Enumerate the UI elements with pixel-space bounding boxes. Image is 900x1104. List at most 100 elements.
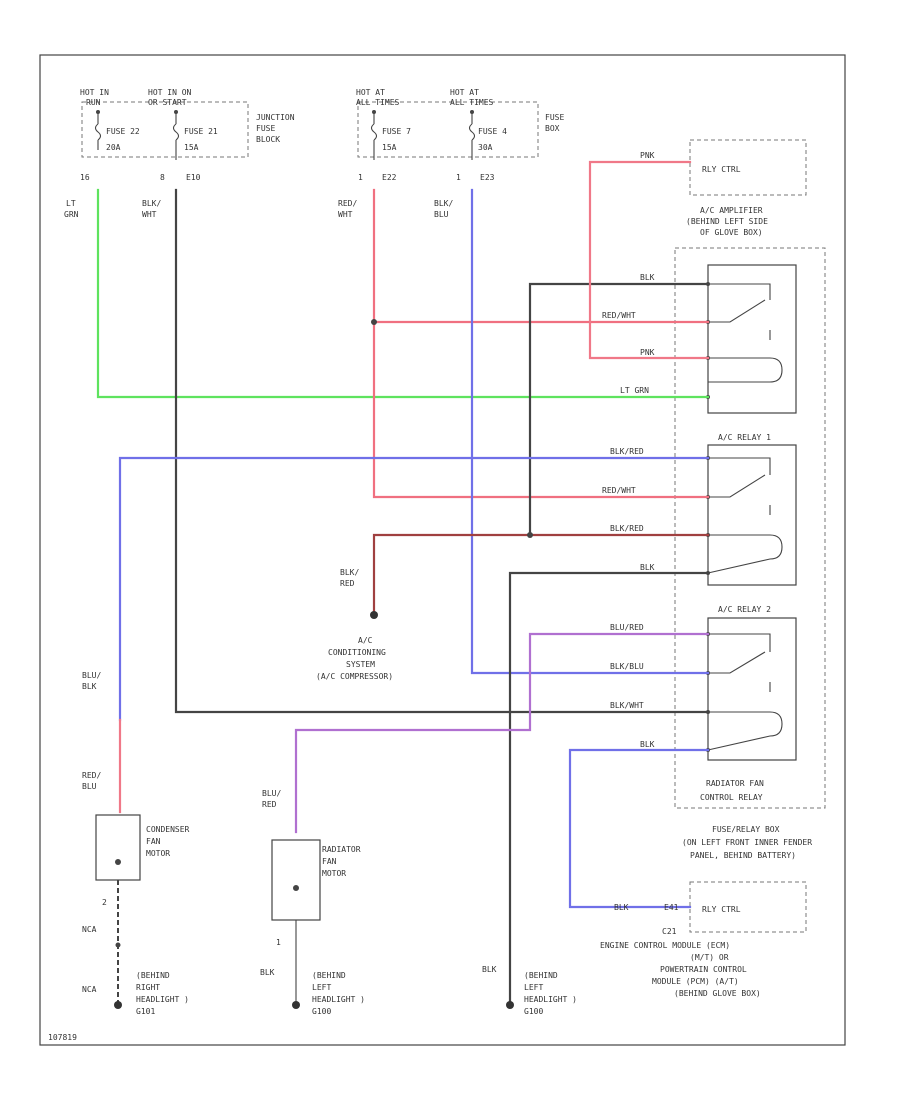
- wire-blk-amp: [528, 282, 710, 537]
- hot-at-all-times-label-2b: ALL TIMES: [450, 98, 494, 107]
- wire-blk-ground-left: [508, 571, 710, 1007]
- wire-label-blk-wht-2: WHT: [142, 210, 157, 219]
- hot-in-on-label: HOT IN ON: [148, 88, 192, 97]
- radiator-fan-relay-label-2: CONTROL RELAY: [700, 793, 763, 802]
- gnd-2-label-2: LEFT: [312, 983, 331, 992]
- label-blk-right: BLK: [482, 965, 497, 974]
- rly-ctrl-top-box: [689, 139, 807, 196]
- ac-system-label-1: A/C: [358, 636, 373, 645]
- gnd-3-label-4: G100: [524, 1007, 543, 1016]
- splice-red-wht: [371, 319, 377, 325]
- label-redwht-r1: RED/WHT: [602, 486, 636, 495]
- fuse-4-symbol: [468, 110, 476, 160]
- pin-16: 16: [80, 173, 90, 182]
- rly-ctrl-bottom-box: [689, 881, 807, 933]
- fuse-22-symbol: [94, 110, 102, 150]
- ground-3-icon: [506, 1001, 514, 1009]
- label-blk-amp: BLK: [640, 273, 655, 282]
- fuse-22-label: FUSE 22: [106, 127, 140, 136]
- label-blkblu-r2: BLK/BLU: [610, 662, 644, 671]
- wire-blk-blu: [470, 188, 710, 675]
- wire-label-red-wht-1: RED/: [338, 199, 357, 208]
- pin-e22: E22: [382, 173, 397, 182]
- fuse-21-amp: 15A: [184, 143, 199, 152]
- condenser-fan-motor-box: [95, 814, 141, 881]
- ac-relay-1-label: A/C RELAY 1: [718, 433, 771, 442]
- hot-at-all-times-label-1b: ALL TIMES: [356, 98, 400, 107]
- rad-fan-label-3: MOTOR: [322, 869, 346, 878]
- ground-2-icon: [292, 1001, 300, 1009]
- rly-ctrl-bottom-label: RLY CTRL: [702, 905, 741, 914]
- gnd-2-label-4: G100: [312, 1007, 331, 1016]
- wire-label-red-wht-2: WHT: [338, 210, 353, 219]
- label-blk-red-2: RED: [340, 579, 355, 588]
- ecm-label-4: MODULE (PCM) (A/T): [652, 977, 739, 986]
- rad-fan-label-1: RADIATOR: [322, 845, 361, 854]
- label-red-blu-1: RED/: [82, 771, 101, 780]
- label-blk-r1: BLK: [640, 563, 655, 572]
- junction-label-3: BLOCK: [256, 135, 280, 144]
- ac-amplifier-label-3: OF GLOVE BOX): [700, 228, 763, 237]
- pin-e23: E23: [480, 173, 495, 182]
- label-e41: E41: [664, 903, 679, 912]
- gnd-2-label-1: (BEHIND: [312, 971, 346, 980]
- label-redwht-amp: RED/WHT: [602, 311, 636, 320]
- radiator-fan-motor-box: [271, 839, 321, 921]
- gnd-1-label-1: (BEHIND: [136, 971, 170, 980]
- gnd-2-label-3: HEADLIGHT ): [312, 995, 365, 1004]
- pin-2-label: 2: [102, 898, 107, 907]
- ecm-label-1: ENGINE CONTROL MODULE (ECM): [600, 941, 730, 950]
- pin-e10: E10: [186, 173, 201, 182]
- label-nca-2: NCA: [82, 985, 97, 994]
- relay-switch-1: [707, 457, 783, 574]
- fuse-relay-box-label-1: FUSE/RELAY BOX: [712, 825, 780, 834]
- wire-blk-ecm: [568, 748, 710, 909]
- label-blu-blk-2: BLK: [82, 682, 97, 691]
- hot-in-on-label-2: OR START: [148, 98, 187, 107]
- gnd-3-label-3: HEADLIGHT ): [524, 995, 577, 1004]
- label-nca-1: NCA: [82, 925, 97, 934]
- motor-icon: [115, 859, 121, 865]
- fuse-box-label-1: FUSE: [545, 113, 564, 122]
- wire-red-wht-2: [372, 320, 710, 499]
- label-blk-r2: BLK: [640, 740, 655, 749]
- ac-system-label-3: SYSTEM: [346, 660, 375, 669]
- junction-label-2: FUSE: [256, 124, 275, 133]
- label-c21: C21: [662, 927, 677, 936]
- pin-8: 8: [160, 173, 165, 182]
- ecm-label-5: (BEHIND GLOVE BOX): [674, 989, 761, 998]
- label-blk-left: BLK: [260, 968, 275, 977]
- connector-dot: [115, 942, 121, 948]
- fuse-relay-box-label-2: (ON LEFT FRONT INNER FENDER: [682, 838, 812, 847]
- fuse-4-amp: 30A: [478, 143, 493, 152]
- wire-lt-grn: [96, 188, 710, 399]
- radiator-fan-relay-label-1: RADIATOR FAN: [706, 779, 764, 788]
- ac-relay-2-label: A/C RELAY 2: [718, 605, 771, 614]
- ac-relay-2: [707, 617, 797, 761]
- label-blkred-r1b: BLK/RED: [610, 524, 644, 533]
- ac-system-label-2: CONDITIONING: [328, 648, 386, 657]
- ac-system-label-4: (A/C COMPRESSOR): [316, 672, 393, 681]
- splice-blk: [527, 532, 533, 538]
- label-ltgrn-amp: LT GRN: [620, 386, 649, 395]
- fuse-4-label: FUSE 4: [478, 127, 507, 136]
- wire-label-lt-grn-2: GRN: [64, 210, 79, 219]
- hot-in-run-label: HOT IN: [80, 88, 109, 97]
- label-blu-red2-2: RED: [262, 800, 277, 809]
- label-blk-ecm: BLK: [614, 903, 629, 912]
- wire-blu-red-2: [294, 632, 710, 834]
- cond-fan-label-2: FAN: [146, 837, 161, 846]
- relay-switch-2: [707, 633, 783, 751]
- ac-amplifier-label-2: (BEHIND LEFT SIDE: [686, 217, 768, 226]
- hot-at-all-times-label-2: HOT AT: [450, 88, 479, 97]
- footer-code: 107819: [48, 1033, 77, 1042]
- label-blkwht-r2: BLK/WHT: [610, 701, 644, 710]
- gnd-1-label-2: RIGHT: [136, 983, 160, 992]
- gnd-3-label-1: (BEHIND: [524, 971, 558, 980]
- wire-pnk: [588, 160, 710, 360]
- fuse-21-label: FUSE 21: [184, 127, 218, 136]
- junction-fuse-block: [81, 101, 249, 158]
- ac-relay-1: [707, 444, 797, 586]
- fuse-7-label: FUSE 7: [382, 127, 411, 136]
